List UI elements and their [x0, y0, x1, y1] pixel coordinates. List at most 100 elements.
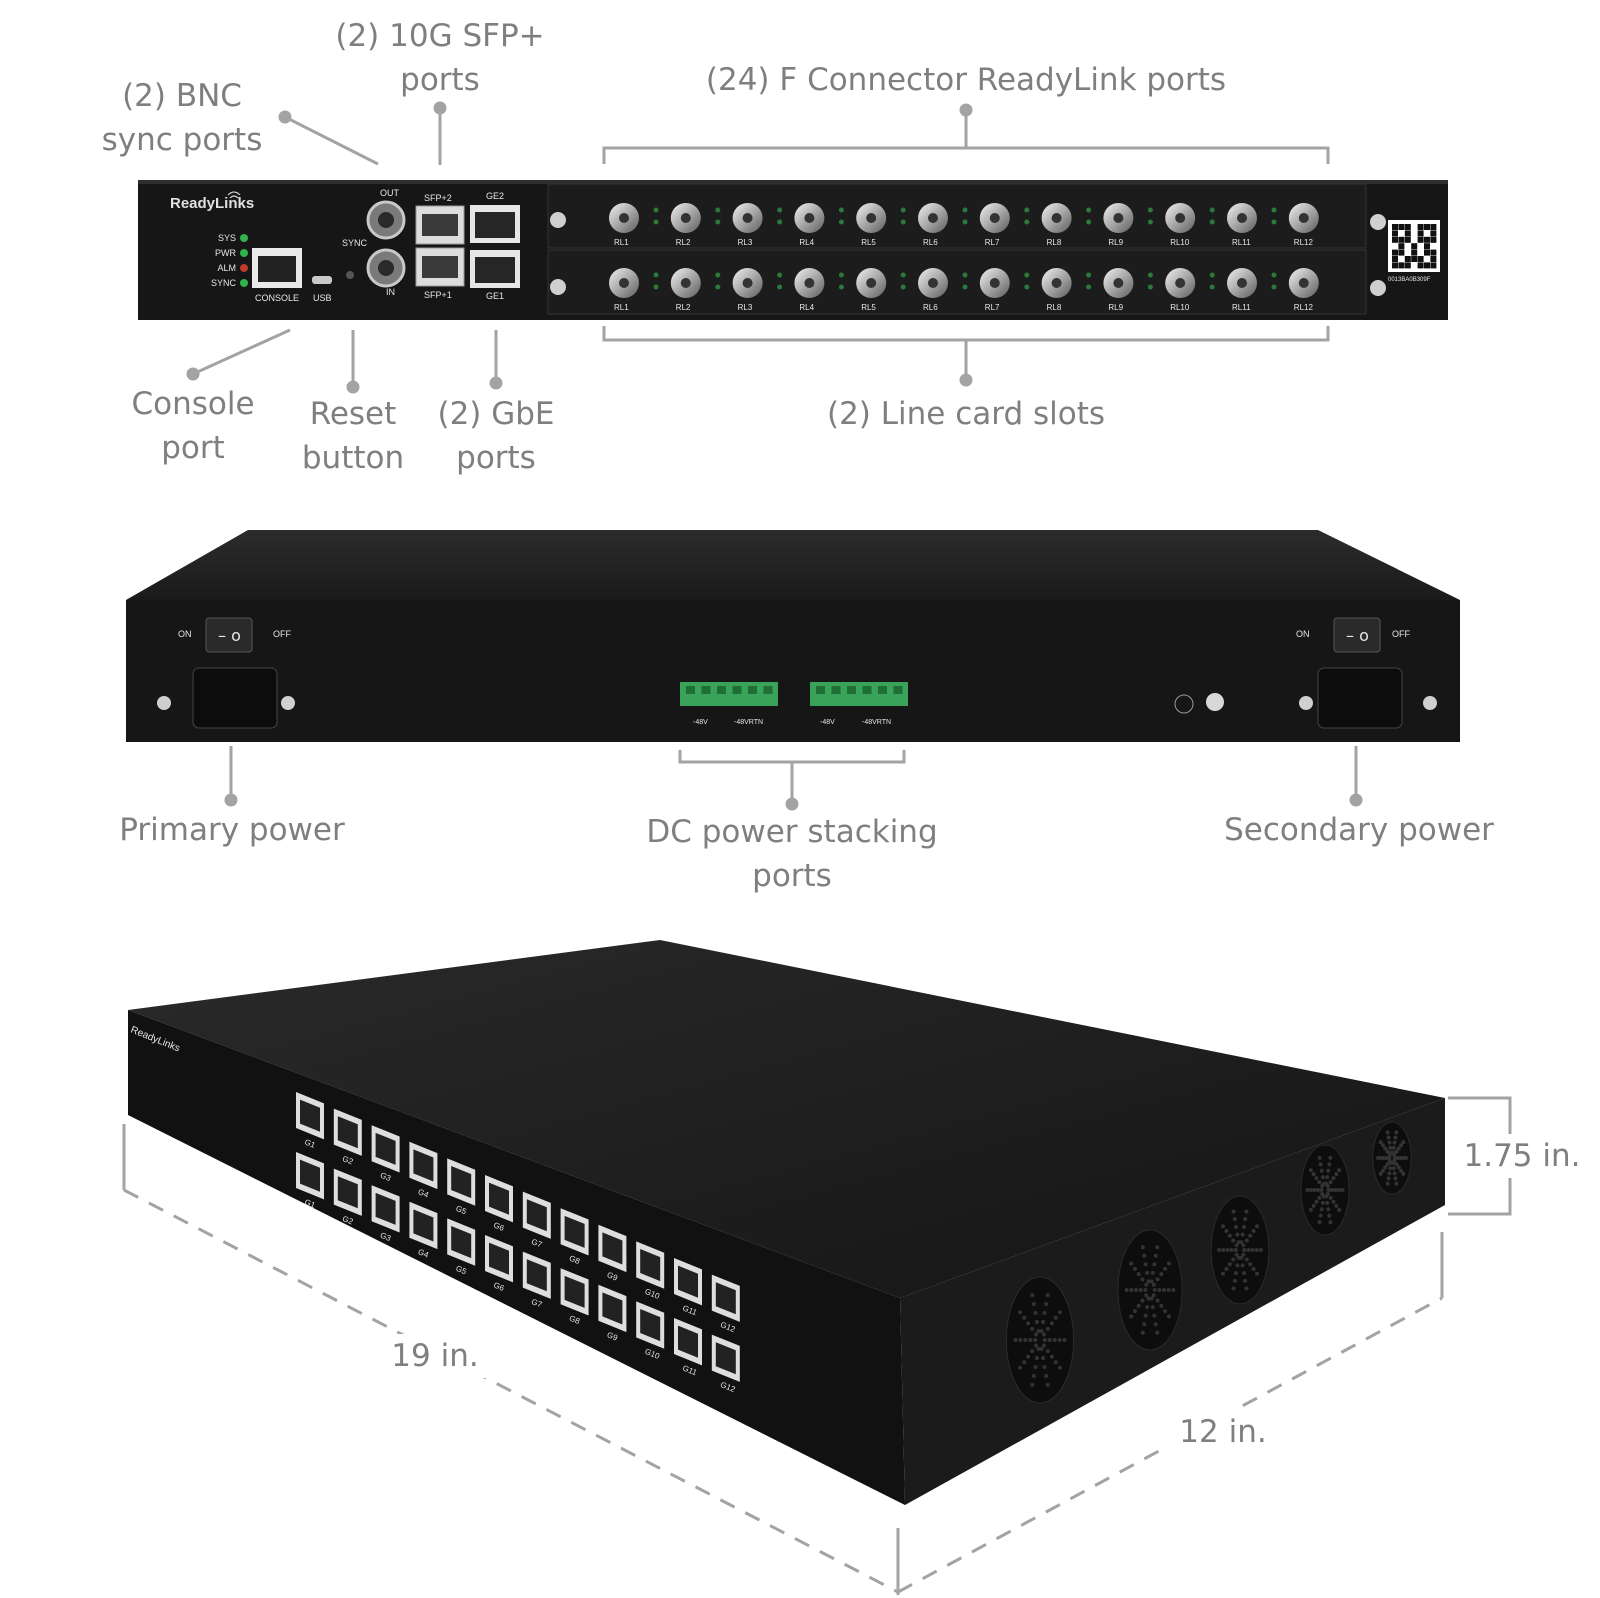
port-led-icon: [653, 284, 659, 290]
f-connector-pin: [804, 213, 815, 223]
secondary-power-callout: Secondary power: [1206, 808, 1512, 852]
fan-hole: [1391, 1166, 1396, 1171]
fan-hole: [1033, 1311, 1038, 1316]
on-label: ON: [178, 629, 192, 639]
fan-hole: [1234, 1224, 1239, 1229]
fan-hole: [1250, 1248, 1255, 1252]
fan-hole: [1030, 1349, 1035, 1354]
fan-hole: [1132, 1309, 1137, 1314]
port-label: RL4: [799, 238, 814, 247]
port-led-icon: [1147, 272, 1153, 278]
fan-hole: [1337, 1168, 1342, 1173]
f-connector-pin: [1051, 278, 1062, 288]
rj45-socket: [715, 1342, 736, 1375]
fan-hole: [1241, 1271, 1246, 1276]
qr-cell: [1417, 262, 1424, 269]
reset-callout: Reset button: [286, 392, 420, 480]
port-led-icon: [1024, 219, 1030, 225]
fan-hole: [1227, 1233, 1232, 1238]
terminal-label: -48V: [693, 719, 708, 726]
terminal-pin: [748, 686, 757, 694]
depth-dimension-label: 12 in.: [1168, 1410, 1278, 1454]
terminal-pin: [732, 686, 742, 694]
fan-hole: [1248, 1233, 1253, 1238]
port-led-icon: [653, 207, 659, 213]
f-connector-pin: [989, 278, 1000, 288]
fan-hole: [1385, 1149, 1390, 1154]
fan-hole: [1152, 1313, 1157, 1318]
fan-hole: [1311, 1172, 1316, 1177]
qr-cell: [1411, 256, 1418, 262]
fan-hole: [1166, 1288, 1171, 1292]
port-label: RL11: [1232, 238, 1251, 247]
on-label: ON: [1296, 629, 1310, 639]
fan-hole: [1045, 1349, 1050, 1354]
fan-hole: [1134, 1288, 1138, 1292]
width-dimension-text: 19 in.: [391, 1338, 479, 1374]
fan-hole: [1319, 1168, 1324, 1173]
port-led-icon: [1209, 207, 1215, 213]
console-callout: Console port: [120, 382, 266, 470]
fan-hole: [1018, 1310, 1023, 1315]
fan-hole: [1234, 1252, 1239, 1257]
fan-hole: [1039, 1329, 1044, 1334]
iso-port-label: G5: [454, 1264, 468, 1277]
sfp-callout-line1: (2) 10G SFP+: [335, 18, 545, 54]
fan-hole: [1057, 1310, 1062, 1315]
port-led-icon: [838, 272, 844, 278]
thumbscrew-icon: [550, 212, 566, 228]
port-led-icon: [715, 272, 721, 278]
fan-hole: [1221, 1271, 1226, 1276]
terminal-pin: [701, 686, 711, 694]
iso-port-label: G4: [417, 1187, 431, 1200]
qr-cell: [1424, 236, 1430, 243]
fan-hole: [1320, 1175, 1325, 1180]
fan-hole: [1149, 1279, 1154, 1284]
fan-hole: [1326, 1207, 1331, 1212]
f-connector-pin: [866, 213, 877, 223]
port-led-icon: [1271, 219, 1277, 225]
led-label: SYS: [218, 233, 236, 243]
status-led-icon: [240, 279, 248, 287]
fan-hole: [1136, 1272, 1141, 1277]
primary-power-switch: [205, 617, 253, 653]
iso-port-label: G3: [379, 1171, 393, 1184]
fan-hole: [1144, 1293, 1149, 1298]
port-led-icon: [900, 284, 906, 290]
linecards-callout-line: (2) Line card slots: [826, 396, 1106, 432]
fan-hole: [1241, 1243, 1246, 1248]
sync-label: SYNC: [342, 238, 368, 248]
terminal-pin: [847, 686, 856, 694]
height-dimension-text: 1.75 in.: [1463, 1138, 1581, 1174]
brand-logo: ReadyLinks: [170, 195, 254, 212]
port-led-icon: [900, 207, 906, 213]
fan-hole: [1231, 1209, 1236, 1214]
fan-hole: [1242, 1248, 1247, 1252]
fan-hole: [1138, 1288, 1143, 1292]
rj45-socket: [640, 1249, 661, 1282]
fan-hole: [1129, 1261, 1134, 1266]
fan-hole: [1328, 1155, 1333, 1160]
rear-chassis: [126, 600, 1460, 742]
sync-out-label: OUT: [380, 188, 400, 198]
thumbscrew-icon: [1370, 280, 1386, 296]
qr-cell: [1417, 256, 1424, 262]
port-label: RL1: [614, 238, 629, 247]
fan-hole: [1153, 1253, 1158, 1258]
fan-hole: [1151, 1293, 1156, 1298]
fan-hole: [1224, 1267, 1229, 1272]
fan-hole: [1022, 1360, 1027, 1365]
fan-hole: [1041, 1343, 1046, 1348]
status-led-icon: [240, 249, 248, 257]
fan-hole: [1031, 1373, 1036, 1378]
fan-hole: [1140, 1277, 1145, 1282]
fan-hole: [1334, 1172, 1339, 1177]
qr-cell: [1430, 256, 1437, 262]
fan-hole: [1155, 1277, 1160, 1282]
qr-cell: [1392, 249, 1398, 256]
fan-hole: [1326, 1188, 1331, 1192]
fan-hole: [1259, 1248, 1263, 1252]
fan-hole: [1240, 1263, 1245, 1268]
rj45-socket: [413, 1209, 434, 1242]
fan-hole: [1039, 1346, 1044, 1351]
